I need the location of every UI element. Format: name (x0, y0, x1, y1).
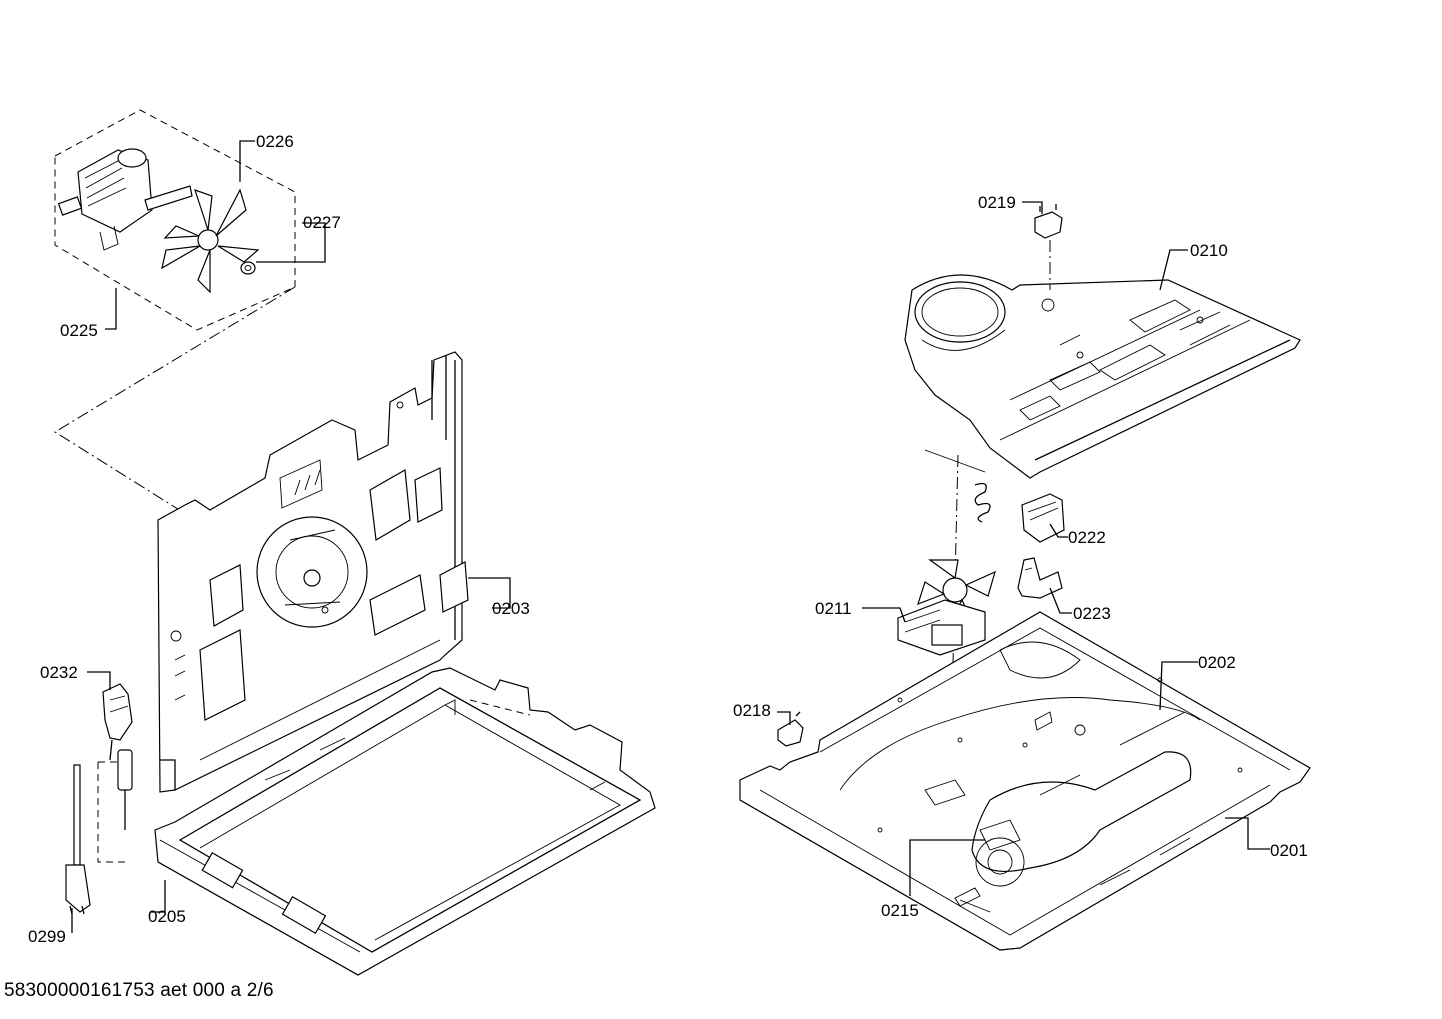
power-cord-part-0299 (65, 749, 133, 915)
top-cover-part-0210 (904, 274, 1301, 479)
callout-0223: 0223 (1073, 604, 1111, 623)
fan-blade-part (161, 188, 260, 294)
callout-labels: 0226 0227 0225 0203 0232 0299 0205 0219 … (28, 132, 1308, 946)
document-id: 58300000161753 aet 000 a 2/6 (4, 980, 274, 1001)
callout-0202: 0202 (1198, 653, 1236, 672)
callout-0219: 0219 (978, 193, 1016, 212)
fan-motor-part (57, 148, 193, 251)
fan-motor-part-0211 (897, 559, 996, 656)
callout-0222: 0222 (1068, 528, 1106, 547)
callout-0210: 0210 (1190, 241, 1228, 260)
bracket-part-0223 (1017, 557, 1063, 599)
bottom-tray-part-0205 (154, 667, 656, 976)
callout-0225: 0225 (60, 321, 98, 340)
callout-0232: 0232 (40, 663, 78, 682)
callout-0227: 0227 (303, 213, 341, 232)
back-wall-part-0203 (157, 351, 469, 793)
leader-lines (71, 140, 1270, 933)
callout-0205: 0205 (148, 907, 186, 926)
callout-0226: 0226 (256, 132, 294, 151)
callout-0215: 0215 (881, 901, 919, 920)
callout-0211: 0211 (815, 599, 852, 618)
callout-0299: 0299 (28, 927, 66, 946)
connector-part-0232 (102, 683, 133, 761)
nut-part (240, 261, 256, 275)
callout-0201: 0201 (1270, 841, 1308, 860)
bracket-part-0218 (777, 711, 804, 747)
fan-motor-kit-0225 (54, 109, 296, 331)
callout-0203: 0203 (492, 599, 530, 618)
thermostat-part-0219 (1034, 204, 1063, 239)
callout-0218: 0218 (733, 701, 771, 720)
